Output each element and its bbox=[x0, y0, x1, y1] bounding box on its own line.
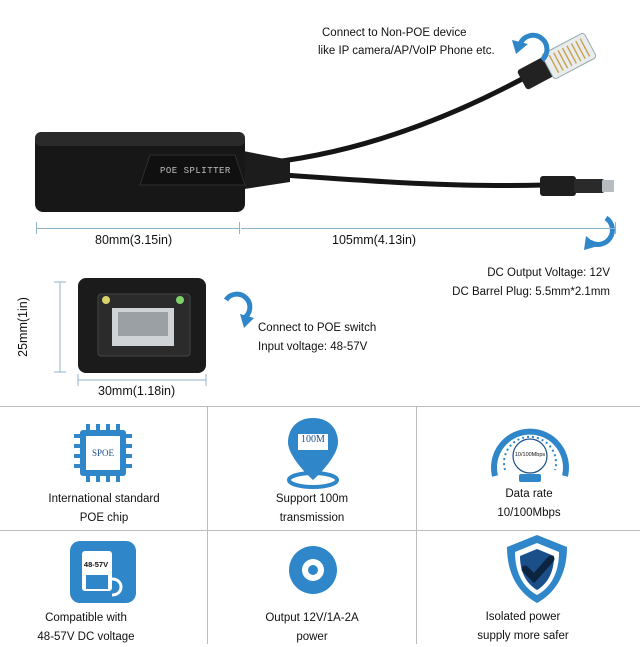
feature-cell: 48-57V Compatible with 48-57V DC voltage bbox=[0, 531, 207, 644]
splitter-body bbox=[35, 132, 245, 212]
rj45-port-view bbox=[54, 278, 254, 386]
feature-label-line1: Data rate bbox=[505, 488, 553, 500]
device-label: POE SPLITTER bbox=[160, 166, 231, 176]
feature-grid: SPOE International standard POE chip 100… bbox=[0, 406, 640, 644]
chip-icon bbox=[74, 424, 132, 482]
feature-label-line1: Output 12V/1A-2A bbox=[265, 612, 359, 624]
distance-badge: 100M bbox=[301, 434, 325, 445]
feature-label-line2: POE chip bbox=[79, 512, 129, 524]
arrow-curve-icon bbox=[517, 32, 550, 62]
speedometer-icon bbox=[491, 428, 569, 482]
port-view-section: 25mm(1in) 30mm(1.18in) Connect to POE sw… bbox=[0, 260, 640, 405]
dc-barrel-plug-icon bbox=[540, 176, 614, 196]
feature-label-line2: power bbox=[296, 631, 328, 643]
voltage-badge: 48-57V bbox=[83, 560, 109, 569]
dimension-height: 25mm(1in) bbox=[16, 297, 30, 357]
dc-output-voltage: DC Output Voltage: 12V bbox=[487, 267, 610, 279]
poe-splitter-illustration bbox=[35, 32, 615, 250]
arrow-curve-icon bbox=[223, 291, 253, 321]
dc-barrel-plug: DC Barrel Plug: 5.5mm*2.1mm bbox=[452, 286, 610, 298]
feature-label-line1: International standard bbox=[48, 493, 160, 505]
non-poe-caption-line1: Connect to Non-POE device bbox=[322, 27, 467, 39]
dimension-cable: 105mm(4.13in) bbox=[332, 233, 417, 247]
non-poe-caption-line2: like IP camera/AP/VoIP Phone etc. bbox=[318, 45, 495, 57]
chip-badge: SPOE bbox=[91, 448, 114, 458]
dimension-width: 30mm(1.18in) bbox=[98, 384, 176, 398]
location-pin-icon bbox=[287, 418, 339, 489]
arrow-curve-icon bbox=[588, 215, 615, 247]
voltage-meter-icon bbox=[70, 541, 136, 603]
product-photo-section: POE SPLITTER Connect to Non-POE device l… bbox=[0, 0, 640, 298]
feature-label-line1: Support 100m bbox=[275, 493, 349, 505]
speed-badge: 10/100Mbps bbox=[514, 452, 546, 458]
dimension-length: 80mm(3.15in) bbox=[95, 233, 173, 247]
feature-label-line1: Isolated power bbox=[485, 611, 561, 623]
poe-switch-caption: Connect to POE switch bbox=[258, 322, 377, 334]
input-voltage-caption: Input voltage: 48-57V bbox=[258, 341, 368, 353]
feature-label-line2: 10/100Mbps bbox=[497, 507, 561, 519]
feature-label-line2: supply more safer bbox=[477, 630, 569, 642]
feature-cell: Isolated power supply more safer bbox=[417, 531, 640, 644]
rj45-plug-icon bbox=[517, 32, 597, 90]
feature-cell: SPOE International standard POE chip bbox=[0, 406, 207, 530]
feature-label-line2: transmission bbox=[279, 512, 345, 524]
power-dot-icon bbox=[289, 546, 337, 594]
rj45-cable bbox=[239, 69, 537, 168]
shield-check-icon bbox=[507, 535, 567, 603]
feature-label-line2: 48-57V DC voltage bbox=[37, 631, 135, 643]
feature-cell: 100M Support 100m transmission bbox=[208, 406, 416, 530]
feature-cell: 10/100Mbps Data rate 10/100Mbps bbox=[417, 406, 640, 530]
feature-label-line1: Compatible with bbox=[45, 612, 127, 624]
feature-cell: Output 12V/1A-2A power bbox=[208, 531, 416, 644]
